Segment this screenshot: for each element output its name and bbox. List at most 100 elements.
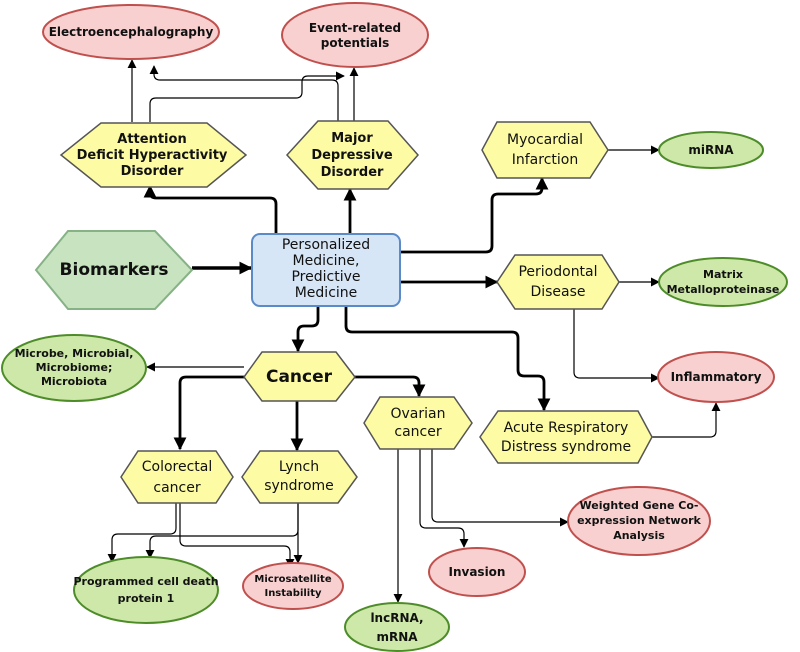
edge-ovarian-invasion bbox=[419, 448, 469, 548]
node-inflam: Inflammatory bbox=[657, 351, 775, 403]
lynch-label-line-2: syndrome bbox=[264, 478, 334, 494]
center-label-line-1: Personalized bbox=[282, 237, 370, 253]
cancer-shape bbox=[243, 351, 356, 402]
colorectal-label: Colorectal cancer bbox=[142, 459, 213, 496]
ards-label-line-1: Acute Respiratory bbox=[504, 420, 629, 436]
biomarkers-shape bbox=[34, 230, 194, 310]
ards-shape bbox=[479, 410, 653, 464]
mmp-shape bbox=[658, 257, 788, 307]
mmp-label-line-1: Matrix bbox=[703, 268, 743, 281]
lncrna-shape bbox=[344, 602, 450, 652]
mdd-shape bbox=[285, 120, 420, 190]
msi-label-line-1: Microsatellite bbox=[254, 574, 331, 585]
pd1-shape bbox=[73, 556, 219, 624]
colorectal-label-line-1: Colorectal bbox=[142, 459, 213, 475]
edge-ovarian-wgcna bbox=[431, 448, 569, 527]
edge-perio-inflam bbox=[573, 308, 660, 383]
microbe-label-line-2: Microbiome; bbox=[36, 361, 113, 374]
biomarkers-label: Biomarkers bbox=[60, 260, 169, 280]
inflam-label: Inflammatory bbox=[671, 370, 762, 384]
microbe-label-line-1: Microbe, Microbial, bbox=[15, 347, 134, 360]
center-label-line-3: Predictive bbox=[291, 269, 360, 285]
node-lncrna: lncRNA, mRNA bbox=[344, 602, 450, 652]
perio-label-line-1: Periodontal bbox=[518, 264, 597, 280]
biomarkers-label-line: Biomarkers bbox=[60, 260, 169, 280]
mi-label-line-2: Infarction bbox=[512, 152, 578, 168]
invasion-label: Invasion bbox=[449, 565, 506, 579]
msi-label-line-2: Instability bbox=[264, 588, 322, 599]
perio-label-line-2: Disease bbox=[530, 284, 585, 300]
node-eeg: Electroencephalography bbox=[42, 4, 220, 60]
lncrna-label-line-2: mRNA bbox=[376, 630, 418, 644]
lncrna-label-line-1: lncRNA, bbox=[370, 611, 423, 625]
edge-center-cancer bbox=[291, 306, 320, 353]
erp-shape bbox=[281, 2, 429, 68]
inflam-label-line: Inflammatory bbox=[671, 370, 762, 384]
connectors bbox=[107, 59, 721, 603]
node-mirna: miRNA bbox=[658, 131, 764, 169]
erp-label-line-1: Event-related bbox=[309, 21, 401, 35]
mirna-shape bbox=[658, 131, 764, 169]
lncrna-label: lncRNA, mRNA bbox=[370, 611, 423, 644]
edge-colorectal-pd1 bbox=[107, 502, 177, 563]
perio-shape bbox=[496, 254, 620, 310]
mdd-label-line-2: Depressive bbox=[311, 148, 393, 163]
adhd-label-line-3: Disorder bbox=[121, 164, 184, 179]
wgcna-shape bbox=[567, 486, 711, 556]
ards-label-line-2: Distress syndrome bbox=[501, 439, 631, 455]
adhd-label-line-1: Attention bbox=[117, 132, 186, 147]
wgcna-label-line-1: Weighted Gene Co- bbox=[580, 499, 699, 512]
lynch-label-line-1: Lynch bbox=[279, 459, 319, 475]
microbe-label-line-3: Microbiota bbox=[41, 375, 107, 388]
erp-label-line-2: potentials bbox=[321, 36, 389, 50]
mirna-label-line: miRNA bbox=[688, 143, 734, 157]
edge-mdd-eeg bbox=[149, 65, 339, 122]
pd1-label-line-1: Programmed cell death bbox=[73, 575, 218, 588]
mmp-label-line-2: Metalloproteinase bbox=[667, 283, 780, 296]
edge-center-ards bbox=[344, 306, 551, 412]
colorectal-shape bbox=[120, 450, 234, 504]
node-cancer: Cancer bbox=[243, 351, 356, 402]
edge-cancer-colorectal bbox=[173, 375, 264, 451]
node-microbe: Microbe, Microbial,Microbiome;Microbiota bbox=[1, 334, 147, 402]
pd1-label: Programmed cell death protein 1 bbox=[73, 575, 218, 605]
edge-adhd-erp bbox=[149, 71, 345, 122]
edge-cancer-ovarian bbox=[352, 375, 426, 398]
msi-shape bbox=[242, 562, 344, 610]
adhd-shape bbox=[59, 122, 248, 188]
cancer-label-line: Cancer bbox=[266, 367, 333, 387]
colorectal-label-line-2: cancer bbox=[153, 480, 200, 496]
mi-shape bbox=[481, 121, 609, 179]
ovarian-shape bbox=[363, 396, 473, 450]
edge-colorectal-msi bbox=[179, 502, 295, 568]
mdd-label-line-3: Disorder bbox=[321, 165, 384, 180]
eeg-label-line: Electroencephalography bbox=[49, 25, 214, 39]
center-shape bbox=[251, 233, 401, 307]
mirna-label: miRNA bbox=[688, 143, 734, 157]
lynch-label: Lynch syndrome bbox=[264, 459, 334, 494]
node-biomarkers: Biomarkers bbox=[34, 230, 194, 310]
invasion-shape bbox=[428, 547, 526, 597]
node-lynch: Lynch syndrome bbox=[241, 450, 358, 504]
lynch-shape bbox=[241, 450, 358, 504]
edge-lynch-pd1 bbox=[145, 502, 299, 559]
microbe-shape bbox=[1, 334, 147, 402]
pd1-label-line-2: protein 1 bbox=[118, 592, 175, 605]
